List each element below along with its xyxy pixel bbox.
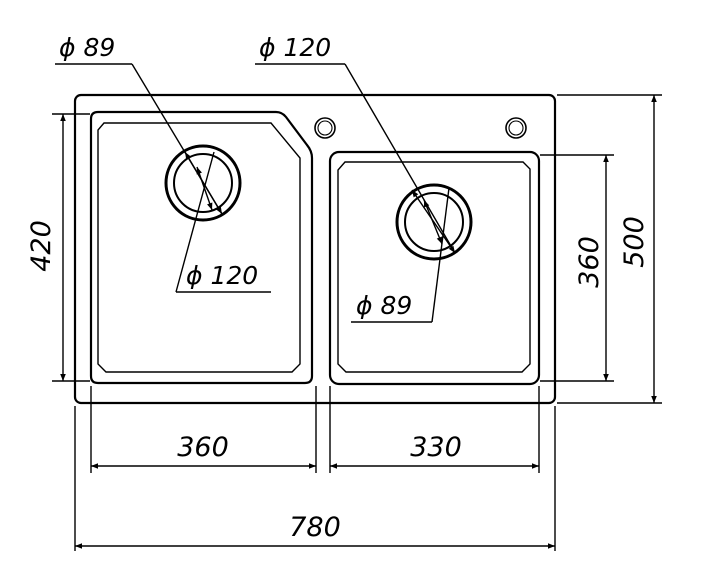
label-right-drain-outer: ϕ 120 bbox=[259, 33, 331, 62]
left-bowl-inner bbox=[97, 122, 301, 373]
right-bowl-inner bbox=[337, 161, 531, 373]
right-drain-leaders bbox=[255, 63, 456, 323]
label-left-drain-outer: ϕ 89 bbox=[59, 33, 115, 62]
label-right-drain-inner: ϕ 89 bbox=[356, 291, 412, 320]
extension-lines bbox=[52, 94, 662, 551]
dim-right-bowl-width: 330 bbox=[410, 432, 462, 463]
faucet-hole-left bbox=[314, 117, 336, 139]
left-bowl-outer bbox=[89, 110, 314, 385]
dim-right-bowl-depth: 360 bbox=[574, 236, 605, 288]
dim-left-bowl-width: 360 bbox=[177, 432, 229, 463]
dim-left-bowl-depth: 420 bbox=[26, 220, 57, 272]
label-left-drain-inner: ϕ 120 bbox=[186, 261, 258, 290]
dim-total-width: 780 bbox=[289, 512, 341, 543]
faucet-hole-right bbox=[505, 117, 527, 139]
left-drain-leaders bbox=[55, 63, 271, 293]
right-bowl-outer bbox=[328, 150, 541, 386]
dim-total-depth: 500 bbox=[619, 216, 650, 268]
sink-outline bbox=[73, 93, 557, 405]
